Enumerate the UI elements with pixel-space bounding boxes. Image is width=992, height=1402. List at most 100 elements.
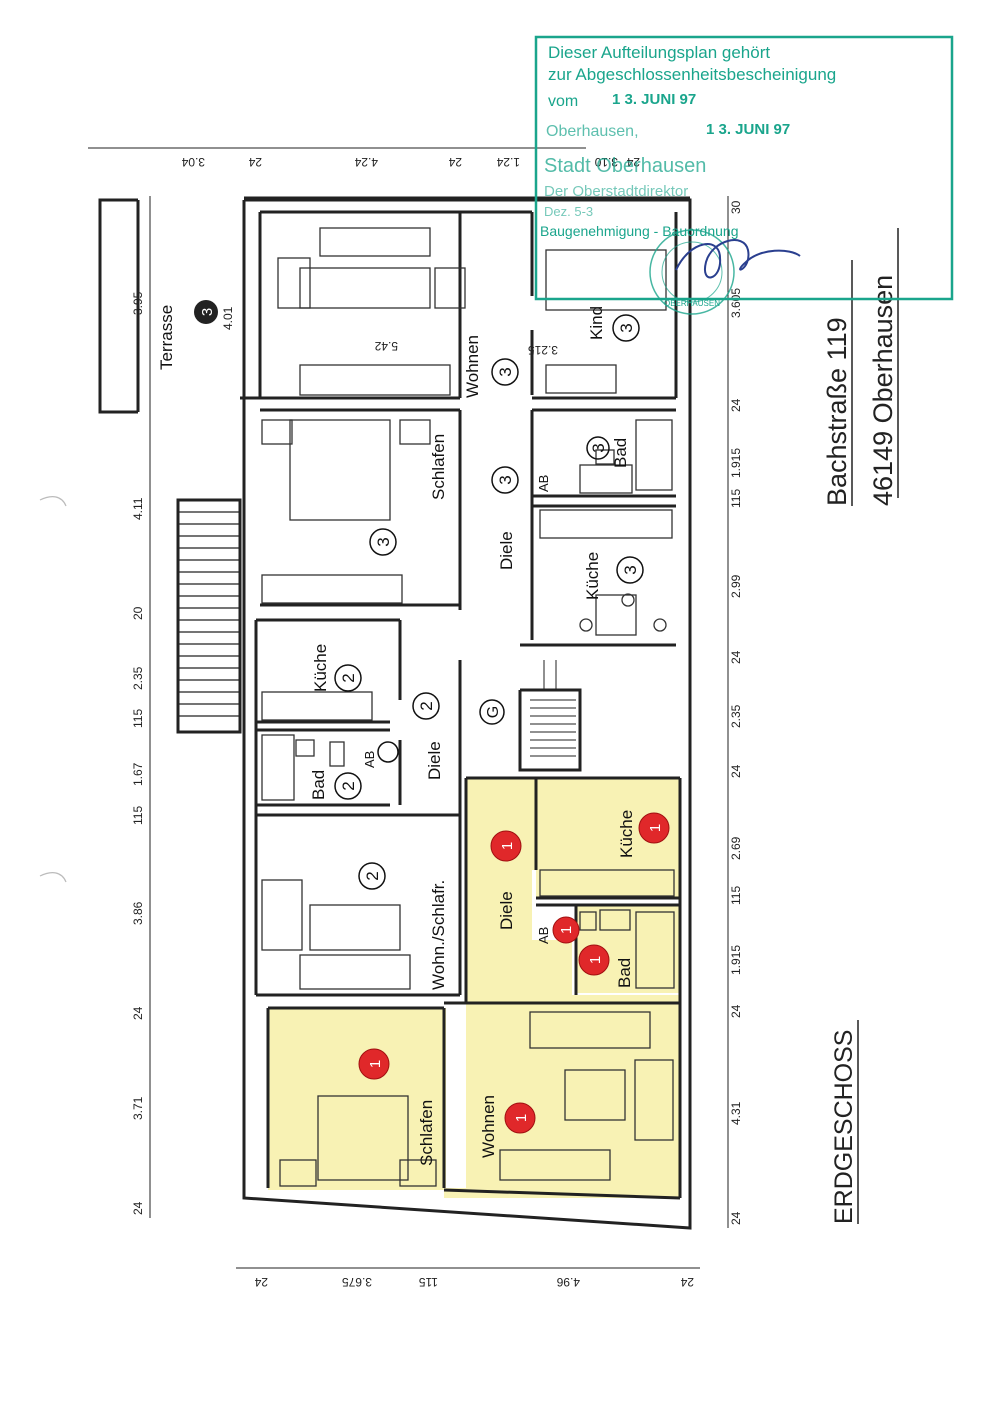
- unit-3-marker-kueche: 3: [621, 565, 640, 574]
- unit-1-marker-bad: 1: [587, 956, 604, 964]
- dim-bottom-2: 3.675: [342, 1275, 372, 1289]
- stamp-office: Baugenehmigung - Bauordnung: [540, 223, 739, 239]
- unit-1-marker-ab: 1: [558, 926, 575, 934]
- signature: [675, 239, 801, 279]
- dim-right-14: 4.31: [729, 1101, 743, 1125]
- unit-3-marker-diele: 3: [496, 475, 515, 484]
- dim-left-5: 115: [131, 709, 145, 728]
- dim-top-3: 4.24: [354, 155, 378, 169]
- dim-bottom-4: 4.96: [556, 1275, 580, 1289]
- stamp-line1: Dieser Aufteilungsplan gehört: [548, 43, 770, 62]
- dims-inner: 4.01 5.42 3.215: [221, 306, 558, 357]
- dim-top-2: 24: [248, 155, 262, 169]
- stamp-vom: vom: [548, 93, 578, 110]
- dim-left-4: 2.35: [131, 666, 145, 690]
- terrace-marker: [194, 300, 218, 324]
- address-city: 46149 Oberhausen: [868, 275, 898, 506]
- stamp-border: [534, 35, 954, 301]
- unit-2-marker-kueche: 2: [339, 673, 358, 682]
- room-label-wohnen-3: Wohnen: [463, 335, 482, 398]
- dim-right-12: 1.915: [729, 945, 743, 975]
- dimension-lines: [88, 147, 729, 1269]
- dim-top-1: 3.04: [181, 155, 205, 169]
- ab-label-2: AB: [362, 751, 377, 768]
- dim-left-11: 24: [131, 1201, 145, 1215]
- room-label-bad-2: Bad: [309, 770, 328, 800]
- stamp-seal-inner: [661, 241, 723, 303]
- stamp-department: Dez. 5-3: [544, 204, 593, 219]
- unit-3-marker-bad: 3: [589, 443, 608, 452]
- dim-right-1: 30: [729, 200, 743, 214]
- dim-bottom-3: 115: [419, 1275, 438, 1289]
- dims-left: 3.95 4.11 20 2.35 115 1.67 115 3.86 24 3…: [131, 291, 145, 1215]
- stamp-authority: Stadt Oberhausen: [544, 155, 706, 177]
- dim-left-6: 1.67: [131, 762, 145, 786]
- stamp-director: Der Oberstadtdirektor: [544, 183, 688, 200]
- room-label-kueche-3: Küche: [583, 552, 602, 600]
- exterior-steps: [178, 511, 240, 717]
- dim-left-3: 20: [131, 606, 145, 620]
- dim-inner-3: 3.215: [528, 343, 558, 357]
- unit-2-marker-bad: 2: [339, 781, 358, 790]
- terrace-marker-label: 3: [199, 308, 216, 316]
- room-label-diele-1: Diele: [497, 891, 516, 930]
- dim-right-13: 24: [729, 1004, 743, 1018]
- dim-left-10: 3.71: [131, 1096, 145, 1120]
- unit-3-marker-kind: 3: [617, 323, 636, 332]
- dim-right-10: 2.69: [729, 836, 743, 860]
- unit-1-marker-wohnen: 1: [513, 1114, 530, 1122]
- unit-3-markers: [369, 314, 644, 584]
- room-label-wohnen-1: Wohnen: [479, 1095, 498, 1158]
- dim-left-2: 4.11: [131, 497, 145, 520]
- room-label-schlafen-1: Schlafen: [417, 1100, 436, 1166]
- dim-inner-1: 4.01: [221, 306, 235, 330]
- dims-top: 3.04 24 4.24 24 1.24 24 3.10: [181, 155, 640, 169]
- dim-top-7: 3.10: [594, 155, 618, 169]
- dims-right: 30 3.605 24 1.915 115 2.99 24 2.35 24 2.…: [729, 200, 743, 1225]
- approval-stamp: Dieser Aufteilungsplan gehört zur Abgesc…: [534, 35, 954, 315]
- dim-right-4: 1.915: [729, 448, 743, 478]
- dim-bottom-5: 24: [680, 1275, 694, 1289]
- dim-right-6: 2.99: [729, 574, 743, 598]
- dim-bottom-1: 24: [254, 1275, 268, 1289]
- ab-label-3: AB: [536, 475, 551, 492]
- dim-right-9: 24: [729, 764, 743, 778]
- room-label-kueche-2: Küche: [311, 644, 330, 692]
- dim-right-3: 24: [729, 398, 743, 412]
- room-label-kueche-1: Küche: [617, 810, 636, 858]
- stair-marker: [479, 699, 505, 725]
- room-label-terrasse: Terrasse: [157, 305, 176, 370]
- room-label-diele-2: Diele: [425, 741, 444, 780]
- unit-3-marker-schlafen: 3: [374, 537, 393, 546]
- stamp-seal: [649, 229, 735, 315]
- stamp-date1: 1 3. JUNI 97: [612, 91, 696, 108]
- dim-left-9: 24: [131, 1006, 145, 1020]
- dim-right-5: 115: [729, 489, 743, 508]
- walls: [98, 196, 692, 1230]
- unit-1-marker-labels: 1 1 1 1 1 1: [367, 824, 664, 1122]
- dim-right-7: 24: [729, 650, 743, 664]
- binder-hole-top: [39, 496, 67, 507]
- unit-2-marker-wohn: 2: [363, 871, 382, 880]
- dim-inner-2: 5.42: [374, 339, 398, 353]
- unit-3-marker-wohnen: 3: [496, 367, 515, 376]
- dim-right-15: 24: [729, 1211, 743, 1225]
- dim-right-8: 2.35: [729, 704, 743, 728]
- dim-top-6: 24: [626, 155, 640, 169]
- staircase: [530, 660, 576, 757]
- stamp-line2: zur Abgeschlossenheitsbescheinigung: [548, 65, 836, 84]
- dim-right-2: 3.605: [729, 288, 743, 318]
- room-label-diele-3: Diele: [497, 531, 516, 570]
- stamp-seal-text: OBERHAUSEN: [664, 299, 720, 308]
- binder-hole-bottom: [39, 872, 67, 883]
- stamp-date2: 1 3. JUNI 97: [706, 121, 790, 138]
- unit-1-marker-kueche: 1: [647, 824, 664, 832]
- dim-left-8: 3.86: [131, 901, 145, 925]
- ab-label-1: AB: [536, 927, 551, 944]
- room-labels: Terrasse Wohnen Kind Schlafen Bad Diele …: [157, 305, 636, 1166]
- dim-left-7: 115: [131, 806, 145, 825]
- ab-labels: AB AB AB: [362, 475, 551, 944]
- room-label-wohnschlafr-2: Wohn./Schlafr.: [429, 880, 448, 990]
- address-street: Bachstraße 119: [822, 317, 852, 506]
- dim-top-5: 1.24: [496, 155, 520, 169]
